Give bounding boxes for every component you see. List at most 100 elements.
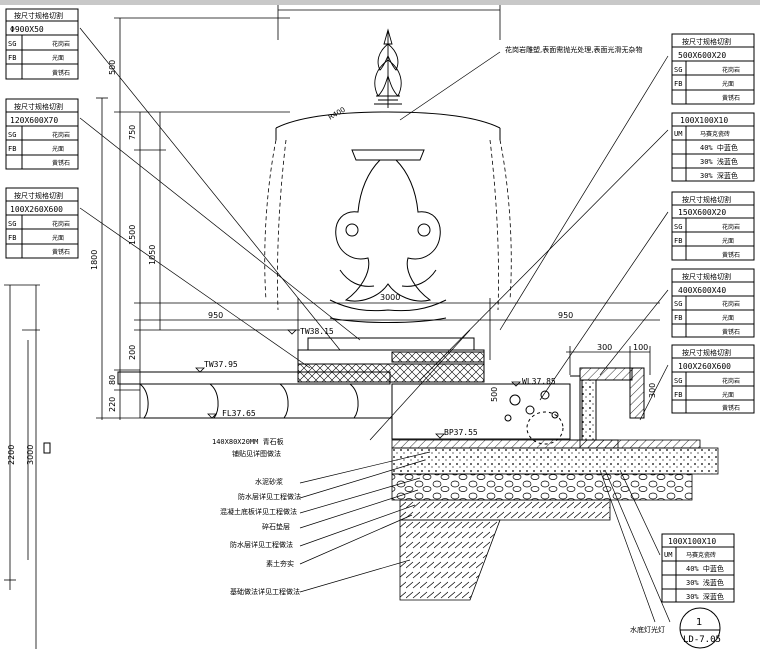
table-text: 40% 中蓝色 xyxy=(686,564,724,573)
table-text: 光面 xyxy=(722,314,734,322)
table-code: FB xyxy=(674,391,682,399)
table-text: 光面 xyxy=(722,237,734,245)
horizontal-dimensions xyxy=(134,5,660,375)
table-spec: 100X100X10 xyxy=(680,116,728,125)
table-title: 按尺寸规格切割 xyxy=(14,102,63,111)
table-text: 马赛克瓷砖 xyxy=(700,130,730,138)
table-text: 花岗岩 xyxy=(722,66,740,74)
table-text: 花岗岩 xyxy=(722,223,740,231)
table-title: 按尺寸规格切割 xyxy=(682,272,731,281)
finial-ornament xyxy=(374,28,402,108)
table-text: 30% 浅蓝色 xyxy=(700,157,738,166)
dim-950-right: 950 xyxy=(558,311,573,320)
paving-note-line-2: 铺贴见详图做法 xyxy=(232,449,281,458)
layer-note: 水泥砂浆 xyxy=(255,477,283,486)
left-spec-table-3: 按尺寸规格切割 100X260X600 SG 花岗岩 FB 光面 黄锈石 xyxy=(5,187,79,259)
table-code: FB xyxy=(8,54,16,62)
table-title: 按尺寸规格切割 xyxy=(14,11,63,20)
detail-number: 1 xyxy=(696,617,702,628)
pool-right xyxy=(391,367,645,445)
table-text: 黄锈石 xyxy=(52,159,70,167)
table-spec: 150X600X20 xyxy=(678,208,726,217)
bottom-spec-table: 100X100X10 UM 马赛克瓷砖 40% 中蓝色 30% 浅蓝色 30% … xyxy=(661,533,735,603)
table-code: FB xyxy=(8,145,16,153)
layer-note: 防水层详见工程做法 xyxy=(230,540,293,549)
water-curtain xyxy=(264,139,512,311)
table-text: 30% 深蓝色 xyxy=(700,171,738,180)
table-text: 黄锈石 xyxy=(52,69,70,77)
table-spec: 120X600X70 xyxy=(10,116,58,125)
left-spec-table-2: 按尺寸规格切割 120X600X70 SG 花岗岩 FB 光面 黄锈石 xyxy=(5,98,79,170)
fish-sculpture xyxy=(329,159,447,323)
table-text: 黄锈石 xyxy=(722,404,740,412)
dim-950-left: 950 xyxy=(208,311,223,320)
dim-2200: 2200 xyxy=(7,445,16,465)
table-code: FB xyxy=(674,314,682,322)
table-text: 光面 xyxy=(52,54,64,62)
leader-lines xyxy=(79,27,671,623)
layer-note: 防水层详见工程做法 xyxy=(238,492,301,501)
dim-500: 500 xyxy=(108,60,117,75)
table-text: 黄锈石 xyxy=(52,248,70,256)
dim-1800: 1800 xyxy=(90,250,99,270)
table-code: SG xyxy=(8,40,16,48)
basin-bowl xyxy=(275,111,501,161)
layer-notes: 水泥砂浆 防水层详见工程做法 混凝土底板详见工程做法 碎石垫层 防水层详见工程做… xyxy=(220,477,301,596)
level-tw-37-95: TW37.95 xyxy=(204,360,238,369)
right-spec-table-1: 按尺寸规格切割 500X600X20 SG 花岗岩 FB 光面 黄锈石 xyxy=(671,33,755,105)
right-spec-table-2: 100X100X10 UM 马赛克瓷砖 40% 中蓝色 30% 浅蓝色 30% … xyxy=(671,112,755,182)
table-code: FB xyxy=(674,80,682,88)
dim-300: 300 xyxy=(597,343,612,352)
table-spec: Φ900X50 xyxy=(10,25,44,34)
table-code: SG xyxy=(674,377,682,385)
detail-callout: 1 LD-7.05 xyxy=(679,607,721,649)
table-text: 花岗岩 xyxy=(722,300,740,308)
table-spec: 100X100X10 xyxy=(668,537,716,546)
level-markers xyxy=(195,329,521,439)
right-spec-table-4: 按尺寸规格切割 400X600X40 SG 花岗岩 FB 光面 黄锈石 xyxy=(671,268,755,338)
dim-500-pool: 500 xyxy=(490,387,499,402)
dim-200: 200 xyxy=(128,345,137,360)
pedestal xyxy=(297,337,485,383)
dim-80: 80 xyxy=(108,375,117,385)
dim-1500: 1500 xyxy=(128,225,137,245)
table-text: 光面 xyxy=(722,391,734,399)
vertical-dimensions xyxy=(4,17,300,649)
table-title: 按尺寸规格切割 xyxy=(682,195,731,204)
table-code: SG xyxy=(8,131,16,139)
paving-note-line-1: 140X80X20MM 青石板 xyxy=(212,437,284,446)
layer-note: 混凝土底板详见工程做法 xyxy=(220,507,297,516)
small-marker xyxy=(43,442,51,454)
table-code: SG xyxy=(674,223,682,231)
table-code: UM xyxy=(664,551,672,559)
table-code: SG xyxy=(8,220,16,228)
ground-layers xyxy=(391,439,719,601)
table-text: 40% 中蓝色 xyxy=(700,143,738,152)
dim-300-pool: 300 xyxy=(648,383,657,398)
detail-reference: LD-7.05 xyxy=(683,635,721,645)
table-text: 花岗岩 xyxy=(52,131,70,139)
radius-label: R400 xyxy=(327,106,347,122)
level-tw-38-15: TW38.15 xyxy=(300,327,334,336)
layer-note: 素土夯实 xyxy=(266,559,294,568)
table-text: 光面 xyxy=(52,145,64,153)
dim-3000-horizontal: 3000 xyxy=(380,293,400,302)
table-text: 马赛克瓷砖 xyxy=(686,551,716,559)
right-spec-table-3: 按尺寸规格切割 150X600X20 SG 花岗岩 FB 光面 黄锈石 xyxy=(671,191,755,261)
table-code: FB xyxy=(674,237,682,245)
table-code: SG xyxy=(674,66,682,74)
table-text: 花岗岩 xyxy=(52,220,70,228)
table-title: 按尺寸规格切割 xyxy=(682,37,731,46)
right-spec-table-5: 按尺寸规格切割 100X260X600 SG 花岗岩 FB 光面 黄锈石 xyxy=(671,344,755,414)
lamp-note: 水底灯光灯 xyxy=(630,625,665,634)
level-wl-37-85: WL37.85 xyxy=(522,377,556,386)
table-text: 30% 浅蓝色 xyxy=(686,578,724,587)
dim-1050: 1050 xyxy=(148,245,157,265)
table-text: 30% 深蓝色 xyxy=(686,592,724,601)
table-text: 黄锈石 xyxy=(722,251,740,259)
pool-coping-left xyxy=(117,371,392,419)
top-annotation: 花岗岩雕塑,表面需抛光处理,表面光滑无杂物 xyxy=(505,45,642,54)
layer-note: 基础做法详见工程做法 xyxy=(230,587,300,596)
